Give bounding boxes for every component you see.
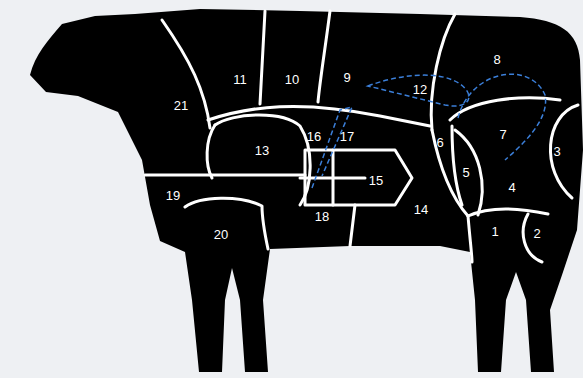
callout-number: 17 xyxy=(340,130,354,144)
callout-number: 16 xyxy=(307,130,321,144)
callout-number: 10 xyxy=(285,73,299,87)
callout-number: 13 xyxy=(255,144,269,158)
callout-number: 14 xyxy=(414,203,428,217)
callout-number: 21 xyxy=(174,99,188,113)
callout-number: 3 xyxy=(553,145,560,159)
callout-number: 6 xyxy=(436,136,443,150)
callout-number: 4 xyxy=(508,181,515,195)
callout-number: 9 xyxy=(343,71,350,85)
tenderloin-outline xyxy=(312,74,546,188)
callout-number: 12 xyxy=(413,83,427,97)
callout-number: 2 xyxy=(533,227,540,241)
callout-number: 1 xyxy=(491,225,498,239)
cut-lines xyxy=(145,11,578,262)
callout-number: 5 xyxy=(462,166,469,180)
callout-number: 11 xyxy=(233,73,247,87)
callout-number: 20 xyxy=(214,228,228,242)
callout-number: 7 xyxy=(499,128,506,142)
callout-number: 8 xyxy=(493,53,500,67)
callout-number: 18 xyxy=(315,210,329,224)
callout-number: 15 xyxy=(369,174,383,188)
callout-number: 19 xyxy=(166,189,180,203)
cow-silhouette xyxy=(30,9,583,372)
